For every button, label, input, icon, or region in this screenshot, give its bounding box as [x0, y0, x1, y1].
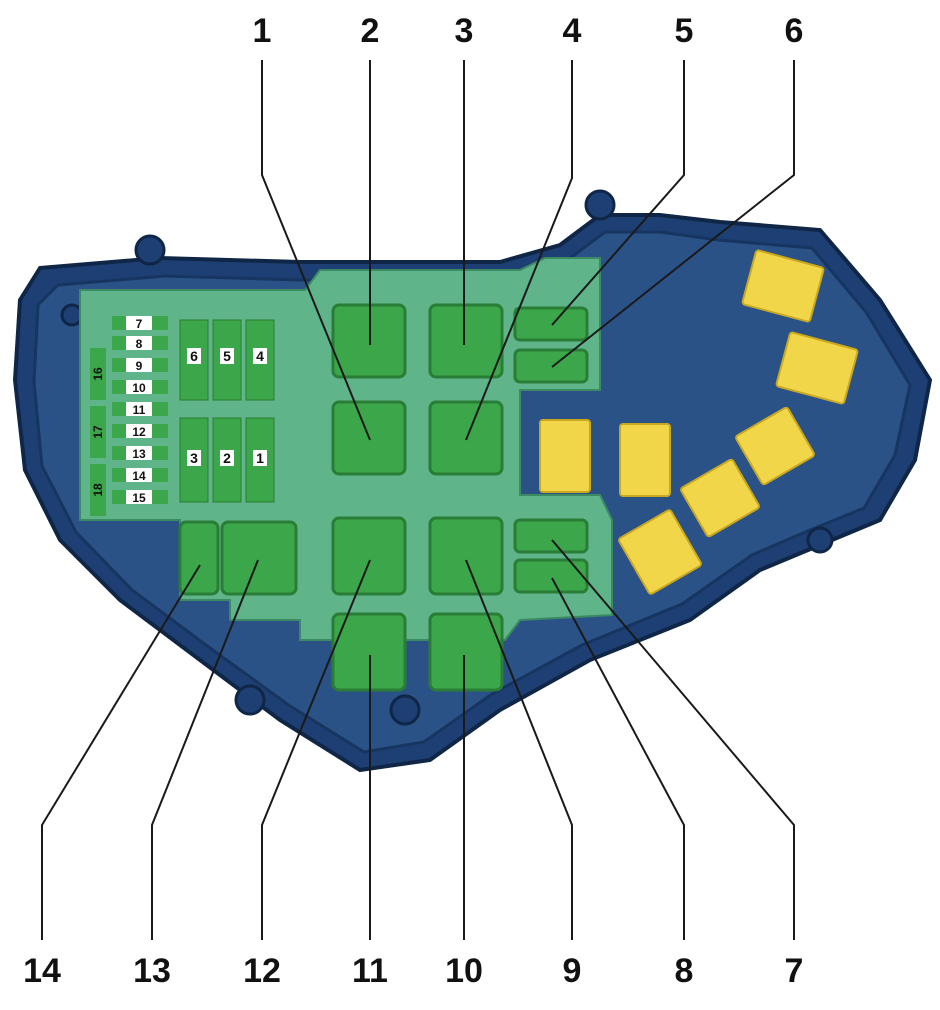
yellow-relay — [775, 331, 859, 405]
side-fuse-label: 16 — [91, 367, 105, 381]
yellow-relays — [539, 249, 859, 595]
callout-6: 6 — [785, 12, 804, 50]
maxi-fuse-block: 6 5 4 3 2 1 — [179, 319, 275, 503]
fuse-label: 7 — [136, 317, 143, 331]
maxi-fuse-label-bg — [220, 450, 234, 466]
leader-line-4 — [465, 60, 573, 441]
fuse-label: 9 — [136, 359, 143, 373]
fuse-label-bg — [126, 380, 152, 394]
mounting-lug — [234, 684, 266, 716]
fuse-label-bg — [126, 490, 152, 504]
maxi-fuse-label: 6 — [190, 348, 198, 364]
fuse-label: 15 — [132, 491, 146, 505]
leader-line-7 — [551, 539, 795, 940]
callout-3: 3 — [455, 12, 474, 50]
yellow-relay — [735, 406, 815, 486]
callouts-top: 1 2 3 4 5 6 — [253, 12, 804, 50]
maxi-fuse-label-bg — [187, 348, 201, 364]
fuse-label-bg — [126, 336, 152, 350]
yellow-relay — [618, 509, 702, 595]
relay-14 — [178, 520, 220, 596]
leader-line-13 — [151, 559, 259, 940]
maxi-fuse-label: 1 — [256, 450, 264, 466]
small-fuse-column: 7 8 9 10 11 12 13 14 15 — [112, 316, 168, 505]
side-fuse — [90, 406, 106, 458]
yellow-relay — [680, 458, 760, 538]
fuse-label: 14 — [132, 469, 146, 483]
relay-3 — [428, 303, 504, 379]
fuse-label-bg — [126, 468, 152, 482]
callout-4: 4 — [563, 12, 582, 50]
mounting-lug — [584, 189, 616, 221]
leader-line-14 — [41, 564, 201, 940]
maxi-fuse-label-bg — [220, 348, 234, 364]
maxi-fuse-label: 4 — [256, 348, 264, 364]
fuse-label-bg — [126, 316, 152, 330]
callout-5: 5 — [675, 12, 694, 50]
leader-line-5 — [551, 60, 685, 326]
fuse-label-bg — [126, 446, 152, 460]
yellow-relay — [619, 423, 671, 497]
callout-2: 2 — [361, 12, 380, 50]
relay-9 — [428, 516, 504, 596]
fuse-label: 11 — [133, 403, 146, 417]
leader-lines-bottom — [41, 539, 795, 940]
callout-9: 9 — [563, 952, 582, 990]
yellow-relay — [741, 249, 825, 323]
maxi-fuse — [179, 417, 209, 503]
fuse-label-bg — [126, 402, 152, 416]
leader-line-9 — [465, 559, 573, 940]
maxi-fuse-label-bg — [253, 450, 267, 466]
fuse-label: 13 — [132, 447, 146, 461]
side-fuse — [90, 348, 106, 400]
side-fuse — [90, 464, 106, 516]
callout-11: 11 — [352, 952, 388, 990]
fuse-label: 8 — [136, 337, 143, 351]
relay-12 — [331, 516, 407, 596]
fuse-label-bg — [126, 424, 152, 438]
maxi-fuse-label-bg — [187, 450, 201, 466]
fuse-label: 10 — [132, 381, 146, 395]
mounting-lug — [806, 526, 834, 554]
callout-12: 12 — [243, 952, 281, 990]
yellow-relay — [539, 419, 591, 493]
callout-7: 7 — [785, 952, 804, 990]
fuse-label: 12 — [132, 425, 146, 439]
mounting-lug — [134, 234, 166, 266]
callout-1: 1 — [253, 12, 272, 50]
relay-8 — [513, 558, 589, 594]
leader-line-8 — [551, 577, 685, 940]
callouts-bottom: 14 13 12 11 10 9 8 7 — [23, 952, 803, 990]
leader-line-12 — [261, 559, 371, 940]
relay-7 — [513, 518, 589, 554]
side-fuse-label: 18 — [91, 483, 105, 497]
fuse-label-bg — [126, 358, 152, 372]
callout-10: 10 — [445, 952, 483, 990]
mounting-lug — [389, 694, 421, 726]
maxi-fuse-label: 5 — [223, 348, 231, 364]
callout-13: 13 — [133, 952, 171, 990]
relay-5 — [513, 306, 589, 342]
maxi-fuse-label: 3 — [190, 450, 198, 466]
side-fuse-column: 16 17 18 — [90, 348, 106, 516]
leader-line-6 — [551, 60, 795, 368]
maxi-fuse-label: 2 — [223, 450, 231, 466]
callout-8: 8 — [675, 952, 694, 990]
side-fuse-label: 17 — [91, 425, 105, 439]
relay-6 — [513, 348, 589, 384]
relay-13 — [220, 520, 298, 596]
leader-line-1 — [261, 60, 371, 441]
leader-lines-top — [261, 60, 795, 441]
maxi-fuse-label-bg — [253, 348, 267, 364]
callout-14: 14 — [23, 952, 61, 990]
